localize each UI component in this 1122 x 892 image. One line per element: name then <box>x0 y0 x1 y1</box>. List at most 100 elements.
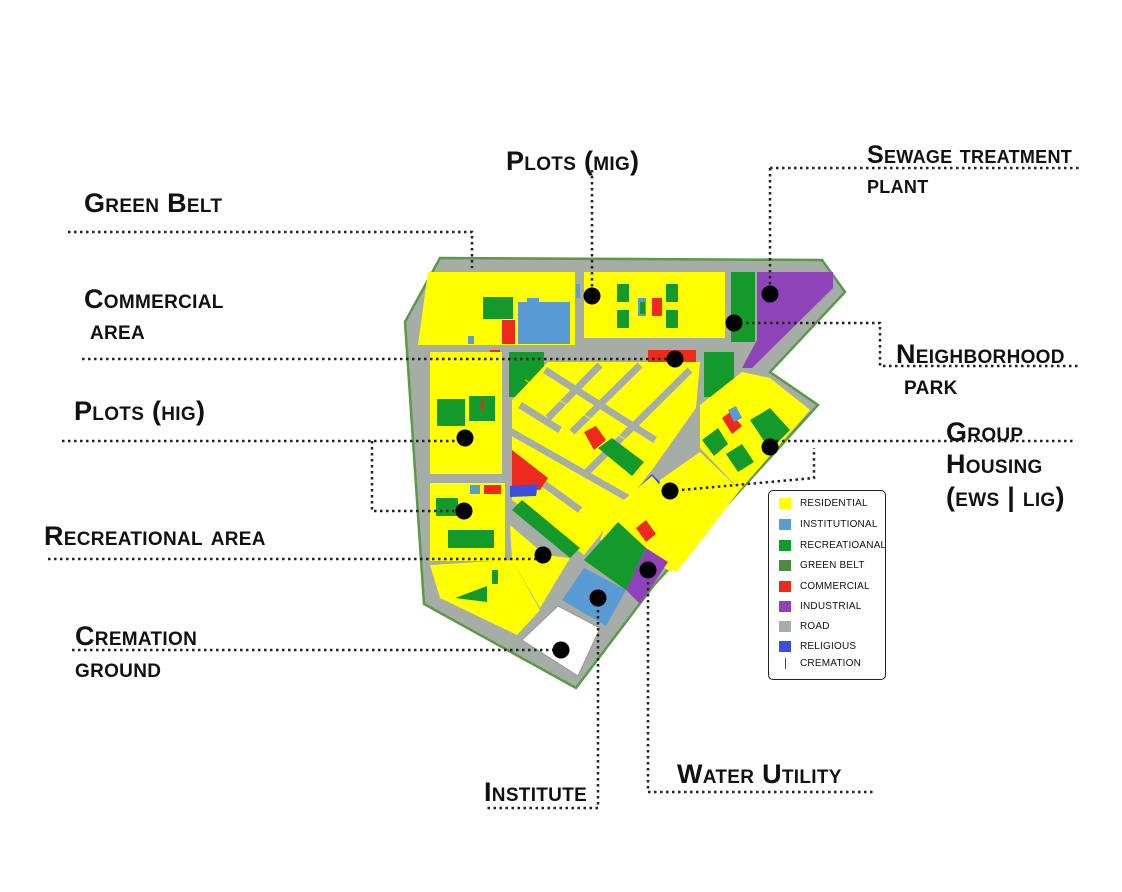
label-neighborhood-line2: park <box>904 370 958 401</box>
label-sewage-line1: Sewage treatment <box>867 141 1073 169</box>
legend-item: ROAD <box>779 619 830 633</box>
block-commercial <box>502 320 515 344</box>
label-commercial-line2: area <box>90 315 146 346</box>
legend-swatch <box>779 580 791 592</box>
marker-group-housing[interactable] <box>761 438 779 456</box>
block-recreational <box>492 570 498 584</box>
label-plots-hig: Plots (hig) <box>74 396 206 426</box>
legend-item: GREEN BELT <box>779 558 865 572</box>
label-commercial-line1: Commercial <box>84 284 224 314</box>
marker-water-utility[interactable] <box>639 561 657 579</box>
marker-neighborhood-park[interactable] <box>725 314 743 332</box>
legend-label: INDUSTRIAL <box>800 600 862 612</box>
label-sewage-line2: plant <box>867 171 929 199</box>
block-commercial <box>484 485 501 494</box>
legend-label: RELIGIOUS <box>800 640 857 652</box>
label-sewage: Sewage treatment plant <box>867 140 1072 200</box>
label-commercial: Commercial area <box>84 284 224 346</box>
legend-swatch <box>785 657 786 669</box>
block-recreational <box>455 586 487 602</box>
label-cremation: Cremation ground <box>75 620 197 685</box>
block-institutional <box>576 284 580 298</box>
label-group-line3: (ews | lig) <box>946 481 1065 512</box>
label-neighborhood-line1: Neighborhood <box>896 339 1065 369</box>
legend-item: RELIGIOUS <box>779 639 856 653</box>
block-commercial <box>652 298 662 316</box>
legend-item: INSTITUTIONAL <box>779 517 878 531</box>
block-cremation <box>521 605 601 677</box>
legend-label: RECREATIOANAL <box>800 539 887 551</box>
block-residential <box>700 372 810 490</box>
legend-item: INDUSTRIAL <box>779 599 861 613</box>
marker-commercial[interactable] <box>666 350 684 368</box>
legend-label: INSTITUTIONAL <box>800 518 878 530</box>
block-recreational <box>584 522 646 590</box>
block-recreational <box>483 297 513 319</box>
block-recreational <box>512 500 580 558</box>
marker-recreational[interactable] <box>534 546 552 564</box>
block-institutional <box>468 336 474 344</box>
block-commercial <box>636 520 656 542</box>
internal-road-lines <box>514 379 641 536</box>
marker-plots-mig[interactable] <box>583 287 601 305</box>
label-green-belt: Green Belt <box>84 188 223 218</box>
legend-label: GREEN BELT <box>800 559 865 571</box>
legend-label: CREMATION <box>800 657 862 669</box>
legend-item: CREMATION <box>779 656 861 670</box>
label-group-line2: Housing <box>946 449 1043 480</box>
marker-institute[interactable] <box>589 589 607 607</box>
block-recreational <box>750 408 790 450</box>
block-recreational <box>726 444 754 472</box>
block-institutional <box>470 485 480 494</box>
label-cremation-line2: ground <box>75 653 162 684</box>
legend-label: ROAD <box>800 620 830 632</box>
legend-swatch <box>779 518 791 530</box>
legend-item: COMMERCIAL <box>779 579 870 593</box>
label-plots-mig: Plots (mig) <box>506 146 640 176</box>
block-recreational <box>598 438 644 476</box>
label-neighborhood-park: Neighborhood park <box>896 339 1065 401</box>
markers <box>455 285 779 659</box>
marker-sewage[interactable] <box>761 285 779 303</box>
label-group-housing: Group Housing (ews | lig) <box>946 416 1065 513</box>
block-recreational <box>617 284 629 302</box>
block-residential <box>510 525 570 608</box>
block-recreational <box>617 310 629 328</box>
block-institutional <box>728 406 742 422</box>
block-green-belt <box>731 272 755 342</box>
label-group-line1: Group <box>946 417 1024 447</box>
label-institute: Institute <box>484 777 588 807</box>
legend-swatch <box>779 559 791 571</box>
block-recreational <box>436 498 458 516</box>
block-commercial <box>722 412 742 434</box>
legend-item: RECREATIOANAL <box>779 538 886 552</box>
leader-lines <box>48 166 1080 810</box>
label-cremation-line1: Cremation <box>75 621 198 651</box>
block-religious <box>510 484 538 497</box>
block-commercial <box>481 398 484 412</box>
block-commercial <box>584 426 606 450</box>
block-recreational <box>448 530 494 548</box>
legend-label: COMMERCIAL <box>800 580 870 592</box>
legend-swatch <box>779 539 791 551</box>
legend-label: RESIDENTIAL <box>800 497 868 509</box>
marker-group-housing-2[interactable] <box>661 482 679 500</box>
legend-item: RESIDENTIAL <box>779 496 868 510</box>
legend-swatch <box>779 497 791 509</box>
label-recreational: Recreational area <box>44 521 266 551</box>
legend-swatch <box>779 640 791 652</box>
block-recreational <box>666 310 678 328</box>
block-residential <box>430 483 505 561</box>
legend-swatch <box>779 620 791 632</box>
marker-plots-hig[interactable] <box>456 429 474 447</box>
marker-cremation[interactable] <box>552 641 570 659</box>
marker-plots-hig-2[interactable] <box>455 502 473 520</box>
label-water-utility: Water Utility <box>677 759 842 789</box>
block-institutional <box>518 302 570 344</box>
block-institutional <box>527 298 539 306</box>
block-recreational <box>437 399 465 426</box>
block-commercial <box>512 450 548 490</box>
internal-roads <box>506 362 693 543</box>
